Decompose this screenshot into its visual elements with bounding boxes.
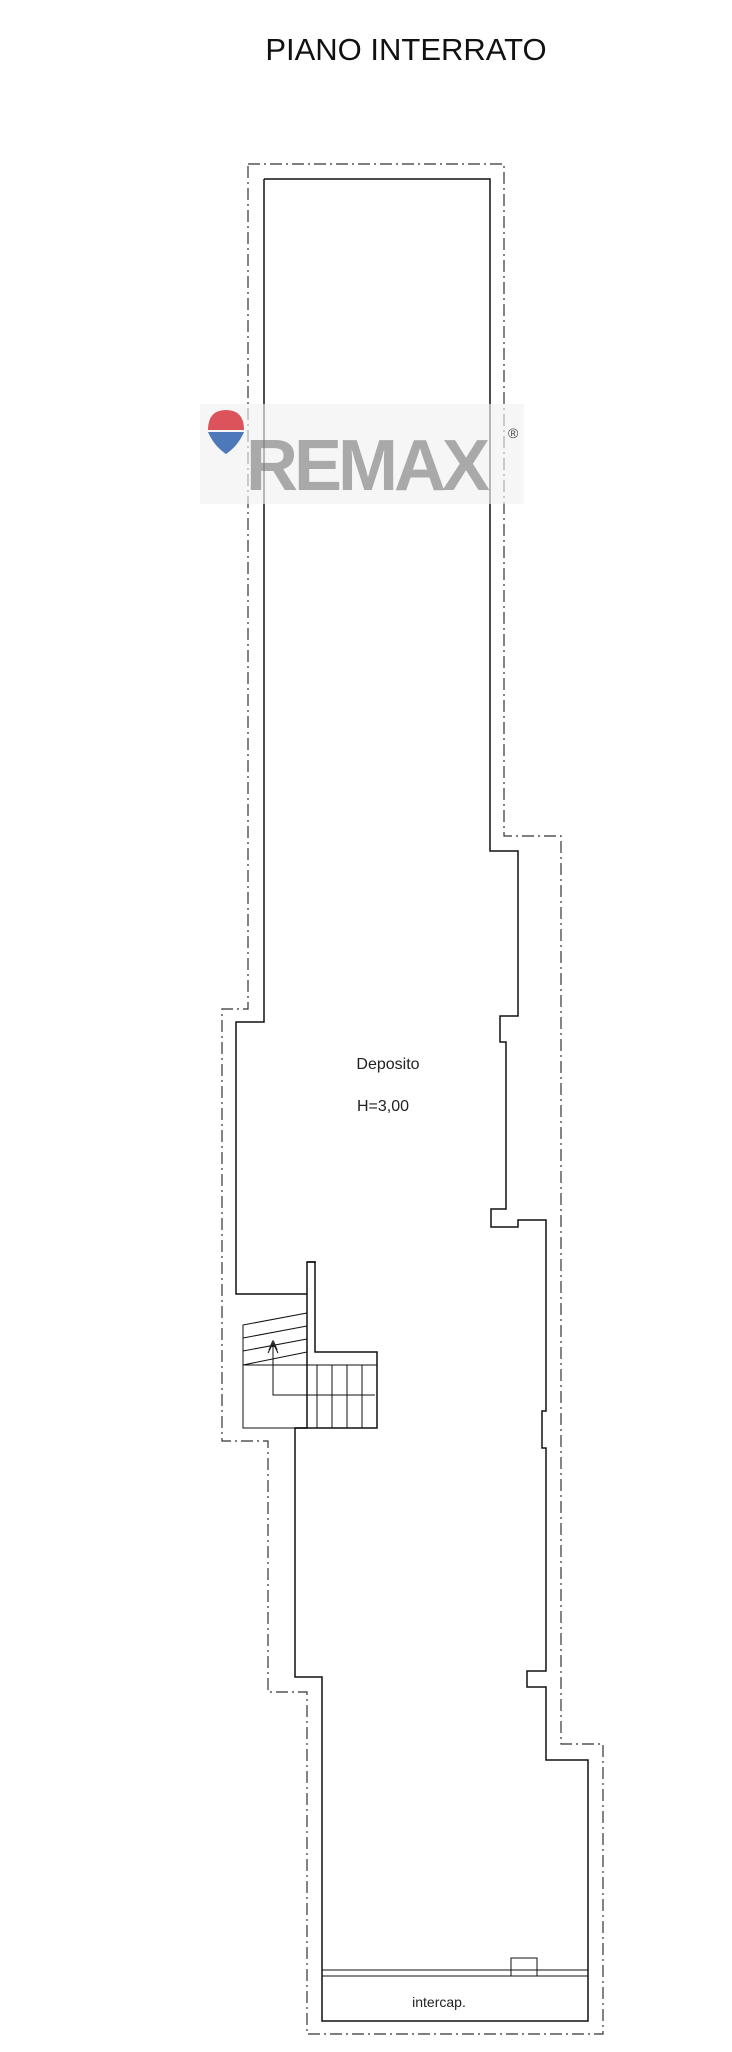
stair-tread <box>242 1351 308 1366</box>
remax-watermark: REMAX ® <box>200 404 524 506</box>
stair-arrow-line <box>272 1345 375 1396</box>
staircase: A <box>242 1312 377 1429</box>
room-name: Deposito <box>356 1056 419 1073</box>
room-height: H=3,00 <box>357 1098 409 1115</box>
stair-wall <box>295 1261 378 1429</box>
watermark-text: REMAX <box>246 426 490 506</box>
stair-marker: A <box>268 1337 278 1353</box>
strip-box <box>510 1957 538 1977</box>
stair-tread <box>242 1338 308 1352</box>
stair-tread <box>242 1325 308 1339</box>
stair-arrow-head <box>267 1341 279 1354</box>
property-outline <box>221 163 604 2035</box>
balloon-icon <box>208 410 244 454</box>
watermark-backdrop <box>200 404 524 504</box>
bottom-label: intercap. <box>412 1994 466 2010</box>
wall-outline <box>235 178 589 2022</box>
watermark-registered: ® <box>508 425 519 441</box>
page-title: PIANO INTERRATO <box>265 32 546 67</box>
stair-landing <box>242 1312 308 1429</box>
bottom-strip: intercap. <box>322 1957 588 2010</box>
